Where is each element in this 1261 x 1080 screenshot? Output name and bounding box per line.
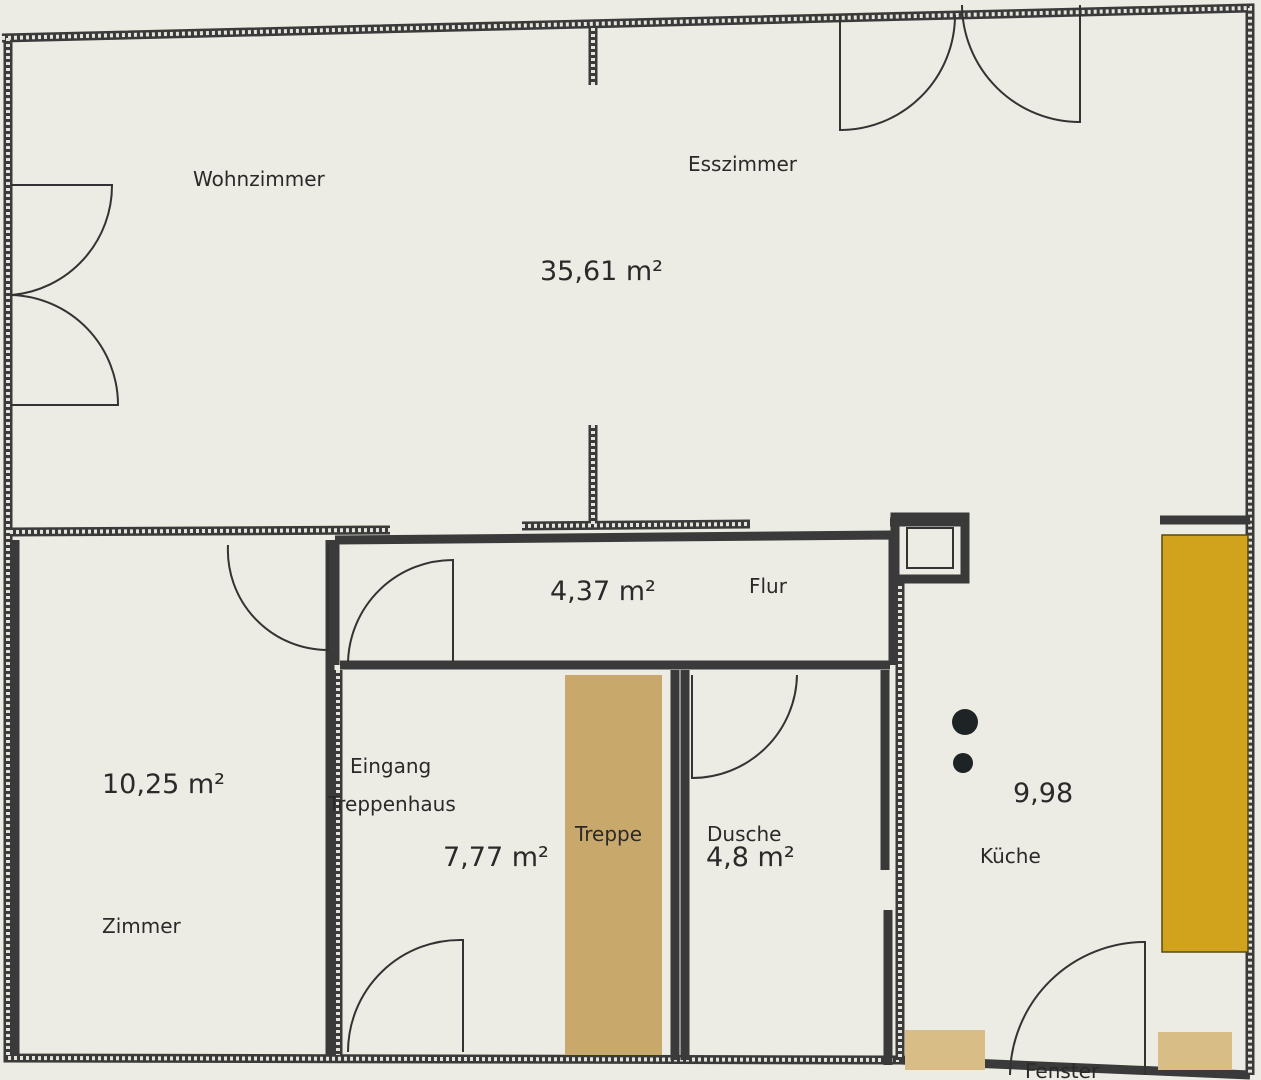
door-eingang	[347, 938, 464, 1053]
label-flur: Flur	[749, 574, 788, 598]
door-esszimmer-1	[839, 14, 956, 132]
stove-burner-small	[953, 753, 973, 773]
label-fenster: Fenster	[1025, 1059, 1100, 1080]
door-flur	[347, 558, 454, 663]
chimney-flue	[906, 527, 954, 569]
door-zimmer	[226, 544, 329, 652]
label-dusche: Dusche	[707, 822, 781, 846]
doors	[11, 4, 1146, 1076]
chimney	[890, 512, 970, 584]
area-eingang: 7,77 m²	[443, 842, 549, 873]
area-zimmer: 10,25 m²	[102, 769, 225, 800]
label-wohnzimmer: Wohnzimmer	[193, 167, 326, 191]
door-wohnzimmer-2	[11, 294, 120, 406]
label-zimmer: Zimmer	[102, 914, 182, 938]
area-dusche: 4,8 m²	[706, 842, 795, 873]
label-treppe: Treppe	[574, 822, 642, 846]
interior-walls	[9, 28, 1250, 1065]
furniture-right	[1158, 1032, 1232, 1070]
furniture-left	[905, 1030, 985, 1070]
area-kueche: 9,98	[1013, 778, 1073, 809]
staircase	[565, 675, 662, 1055]
label-eingang: Eingang	[350, 754, 431, 778]
label-treppenhaus: Treppenhaus	[327, 792, 456, 816]
label-kueche: Küche	[980, 844, 1041, 868]
stove-burner-large	[952, 709, 978, 735]
area-flur: 4,37 m²	[550, 576, 656, 607]
label-esszimmer: Esszimmer	[688, 152, 798, 176]
door-kueche	[1009, 940, 1146, 1076]
outer-walls	[1, 3, 1255, 1080]
door-wohnzimmer-1	[11, 184, 114, 296]
kitchen-counter	[1161, 534, 1249, 953]
area-wohn-ess: 35,61 m²	[540, 256, 663, 287]
door-dusche	[691, 674, 798, 780]
door-esszimmer-2	[961, 4, 1081, 124]
